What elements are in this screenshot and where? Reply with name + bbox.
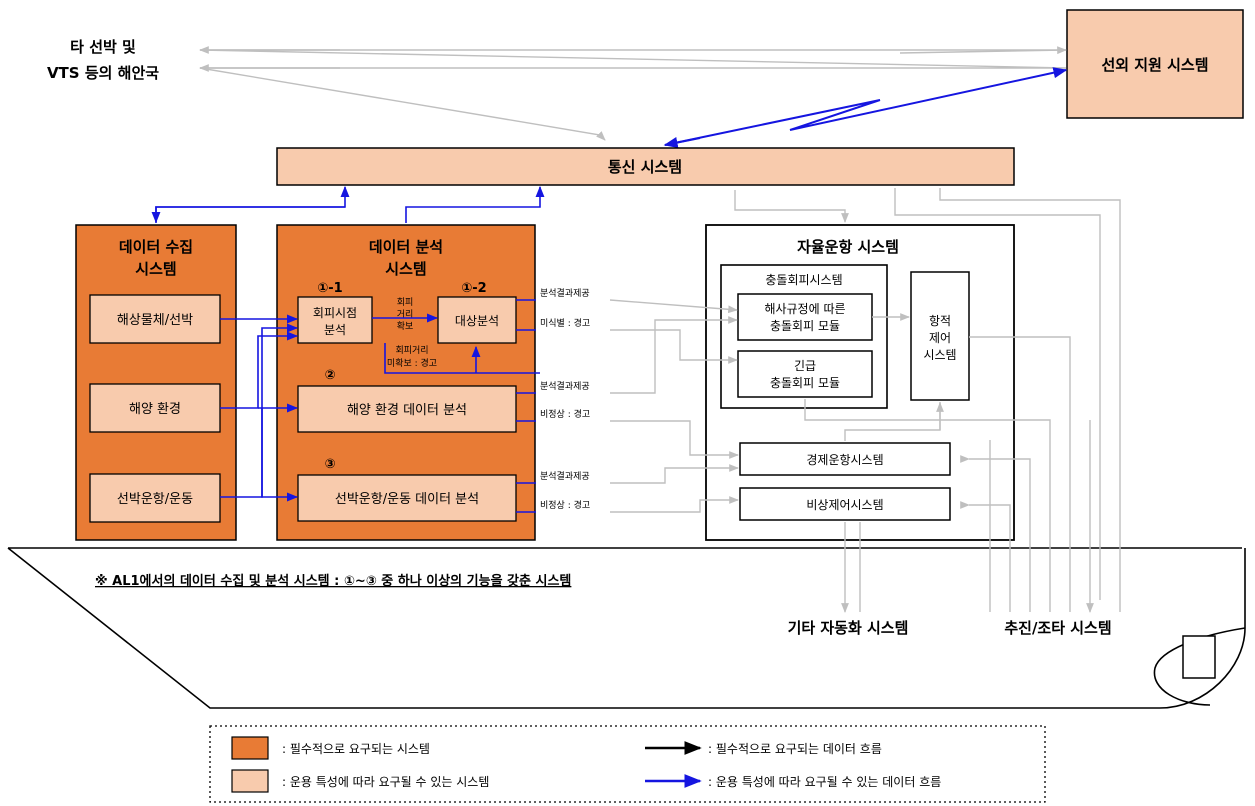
label-1-1: ①-1 [317, 281, 342, 296]
label-1-2: ①-2 [461, 281, 486, 296]
comm-system-box [276, 147, 1015, 186]
grey-flows [609, 188, 1121, 613]
avoid-secured-label: 회피 [397, 297, 414, 308]
legend-optional-system: : 운용 특성에 따라 요구될 수 있는 시스템 [282, 775, 489, 789]
other-ships-label: 타 선박 및 [70, 38, 136, 56]
marine-env-analysis-label: 해양 환경 데이터 분석 [347, 403, 467, 418]
legend-box [209, 725, 1046, 803]
economic-box [739, 442, 951, 476]
data-analysis-title: 데이터 분석 [369, 238, 443, 256]
colregs-module-label: 해사규정에 따른 [764, 302, 845, 316]
emergency-module-box [737, 350, 873, 398]
colregs-module-box [737, 293, 873, 341]
collect-item-label: 해상물체/선박 [117, 313, 193, 328]
economic-label: 경제운항시스템 [806, 453, 883, 467]
flow-label-result: 분석결과제공 [540, 288, 590, 299]
legend-optional-flow: : 운용 특성에 따라 요구될 수 있는 데이터 흐름 [708, 775, 941, 789]
emergency-control-box [739, 487, 951, 521]
legend-required-system: : 필수적으로 요구되는 시스템 [282, 742, 430, 756]
avoid-unsecured-label-2: 미확보 : 경고 [387, 357, 437, 369]
offship-support-box [1066, 9, 1244, 119]
target-analysis-label: 대상분석 [455, 314, 499, 328]
emergency-control-label: 비상제어시스템 [806, 498, 883, 512]
collect-item-label: 해양 환경 [129, 402, 181, 417]
autonomous-title: 자율운항 시스템 [797, 238, 899, 256]
propulsion-label: 추진/조타 시스템 [1004, 619, 1111, 637]
other-ships-label-2: VTS 등의 해안국 [47, 64, 159, 82]
data-collection-title-2: 시스템 [135, 260, 176, 278]
other-automation-label: 기타 자동화 시스템 [788, 619, 909, 637]
data-analysis-title-2: 시스템 [385, 260, 426, 278]
legend-swatch-optional [231, 769, 269, 793]
collect-item-box [89, 473, 221, 523]
colregs-module-label-2: 충돌회피 모듈 [770, 319, 840, 333]
collision-point-box [297, 296, 373, 344]
flow-label-abnormal: 비정상 : 경고 [540, 408, 590, 420]
emergency-module-label-2: 충돌회피 모듈 [770, 376, 840, 390]
flow-label-result: 분석결과제공 [540, 471, 590, 482]
avoid-secured-label-2: 거리 [397, 309, 414, 320]
note-text: ※ AL1에서의 데이터 수집 및 분석 시스템 : ①~③ 중 하나 이상의 … [95, 573, 571, 589]
avoid-unsecured-label: 회피거리 [395, 345, 428, 356]
legend-swatch-required [231, 736, 269, 760]
avoid-secured-label-3: 확보 [397, 320, 414, 332]
data-collection-title: 데이터 수집 [119, 238, 193, 256]
collect-item-box [89, 294, 221, 344]
label-3: ③ [324, 457, 335, 472]
track-control-label: 항적 [929, 314, 951, 328]
ship-rudder [1182, 635, 1216, 679]
collision-system-label: 충돌회피시스템 [765, 273, 842, 287]
wireless-link-comm [199, 67, 606, 141]
emergency-module-label: 긴급 [794, 359, 816, 373]
flow-label-abnormal: 비정상 : 경고 [540, 499, 590, 511]
collision-point-label-2: 분석 [324, 323, 346, 337]
label-2: ② [324, 368, 335, 383]
comm-system-label: 통신 시스템 [608, 158, 682, 176]
collect-item-label: 선박운항/운동 [117, 492, 193, 507]
collect-item-box [89, 383, 221, 433]
ship-hull [7, 547, 1246, 709]
marine-env-analysis-box [297, 385, 517, 433]
wireless-link-other-ships [199, 49, 1067, 69]
flow-label-unidentified: 미식별 : 경고 [540, 317, 590, 329]
legend-required-flow: : 필수적으로 요구되는 데이터 흐름 [708, 742, 882, 756]
blue-flows [151, 185, 545, 513]
collision-point-label: 회피시점 [313, 306, 357, 320]
track-control-box [910, 271, 970, 401]
track-control-label-3: 시스템 [923, 348, 956, 362]
flow-label-result: 분석결과제공 [540, 381, 590, 392]
wireless-link-offship [664, 67, 1068, 146]
offship-support-label: 선외 지원 시스템 [1101, 56, 1208, 74]
ship-ops-analysis-label: 선박운항/운동 데이터 분석 [335, 492, 479, 507]
track-control-label-2: 제어 [929, 331, 951, 345]
ship-ops-analysis-box [297, 474, 517, 522]
